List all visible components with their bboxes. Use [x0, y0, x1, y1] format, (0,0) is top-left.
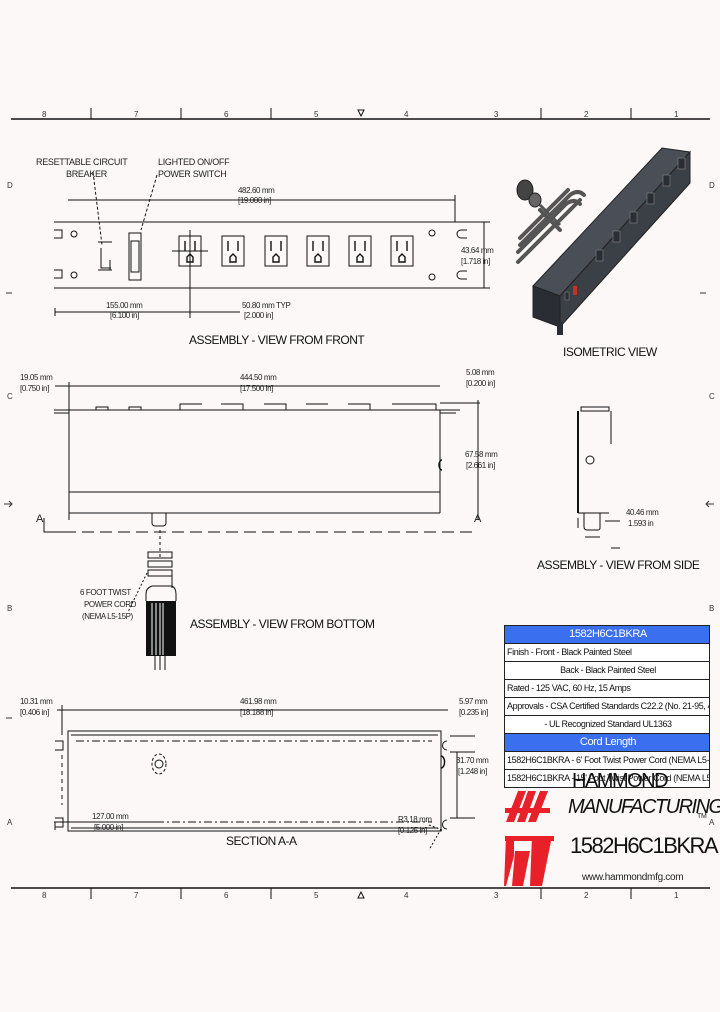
zone-column: 2 — [584, 891, 589, 900]
spec-table-header: 1582H6C1BKRA — [505, 626, 709, 644]
zone-column: 3 — [494, 110, 499, 119]
zone-column: 4 — [404, 891, 409, 900]
overall-length-dim: 482.60 mm — [238, 186, 275, 195]
switch-callout: LIGHTED ON/OFF — [158, 157, 230, 167]
zone-column: 7 — [134, 110, 139, 119]
zone-row: D — [709, 181, 715, 190]
slot-dim: [1.248 in] — [458, 767, 487, 776]
zone-column: 8 — [42, 110, 47, 119]
breaker-callout: BREAKER — [66, 169, 107, 179]
side-width-dim: 40.46 mm — [626, 508, 659, 517]
hammond-logo — [504, 791, 554, 886]
section-offset-dim: 127.00 mm — [92, 812, 129, 821]
left-offset-dim: [0.750 in] — [20, 384, 49, 393]
zone-column: 5 — [314, 110, 319, 119]
zone-column: 2 — [584, 110, 589, 119]
zone-column: 6 — [224, 891, 229, 900]
zone-column: 1 — [674, 891, 679, 900]
spec-row: Finish - Front - Black Painted Steel — [505, 644, 709, 662]
cord-callout: (NEMA L5-15P) — [82, 612, 133, 621]
zone-row: A — [709, 818, 715, 827]
body-length-dim: 444.50 mm — [240, 373, 277, 382]
section-offset-dim: [5.000 in] — [94, 823, 123, 832]
zone-row: D — [7, 181, 13, 190]
cord-callout: 6 FOOT TWIST — [80, 588, 131, 597]
offset-dim: 155.00 mm — [106, 301, 143, 310]
height-dim: 43.64 mm — [461, 246, 494, 255]
zone-row: B — [709, 604, 715, 613]
cord-row: 1582H6C1BKRA - 15' Foot Twist Power Cord… — [507, 773, 709, 783]
side-width-dim: 1.593 in — [628, 519, 654, 528]
part-number: 1582H6C1BKRA — [570, 833, 719, 858]
body-length-dim: [17.500 in] — [240, 384, 273, 393]
front-view-title: ASSEMBLY - VIEW FROM FRONT — [189, 333, 365, 347]
radius-dim: [0.125 in] — [398, 826, 427, 835]
spec-row: Approvals - CSA Certified Standards C22.… — [505, 698, 709, 716]
website-link[interactable]: www.hammondmfg.com — [582, 872, 684, 883]
company-name: MANUFACTURING — [568, 796, 720, 818]
spec-table: 1582H6C1BKRA Finish - Front - Black Pain… — [504, 625, 710, 788]
switch-callout: POWER SWITCH — [158, 169, 227, 179]
company-name: HAMMOND — [572, 770, 669, 792]
trademark-mark: TM — [697, 813, 707, 820]
zone-row: C — [7, 392, 13, 401]
pitch-dim: 50.80 mm TYP — [242, 301, 291, 310]
zone-column: 3 — [494, 891, 499, 900]
breaker-callout: RESETTABLE CIRCUIT — [36, 157, 128, 167]
section-view-title: SECTION A-A — [226, 834, 297, 848]
slot-dim: 31.70 mm — [456, 756, 489, 765]
cord-callout: POWER CORD — [84, 600, 137, 609]
section-marker-left: A — [36, 513, 44, 525]
section-marker-right: A — [474, 513, 482, 525]
radius-dim: R3.18 mm — [398, 815, 432, 824]
depth-dim: 67.58 mm — [465, 450, 498, 459]
isometric-illustration — [516, 147, 692, 335]
right-offset-dim: [0.200 in] — [466, 379, 495, 388]
zone-row: B — [7, 604, 13, 613]
bottom-view-title: ASSEMBLY - VIEW FROM BOTTOM — [190, 617, 375, 631]
zone-column: 1 — [674, 110, 679, 119]
section-right-dim: [0.235 in] — [459, 708, 488, 717]
zone-row: A — [7, 818, 13, 827]
zone-column: 5 — [314, 891, 319, 900]
cord-row: 1582H6C1BKRA - 6' Foot Twist Power Cord … — [505, 752, 709, 770]
zone-row: C — [709, 392, 715, 401]
offset-dim: [6.100 in] — [110, 311, 139, 320]
section-left-dim: [0.406 in] — [20, 708, 49, 717]
height-dim: [1.718 in] — [461, 257, 490, 266]
section-left-dim: 10.31 mm — [20, 697, 53, 706]
right-offset-dim: 5.08 mm — [466, 368, 495, 377]
spec-row: Back - Black Painted Steel — [505, 662, 709, 680]
section-length-dim: [18.188 in] — [240, 708, 273, 717]
zone-column: 6 — [224, 110, 229, 119]
side-view-title: ASSEMBLY - VIEW FROM SIDE — [537, 558, 700, 572]
spec-row: - UL Recognized Standard UL1363 — [505, 716, 709, 734]
zone-column: 8 — [42, 891, 47, 900]
isometric-view-title: ISOMETRIC VIEW — [563, 345, 657, 359]
section-length-dim: 461.98 mm — [240, 697, 277, 706]
zone-column: 7 — [134, 891, 139, 900]
depth-dim: [2.661 in] — [466, 461, 495, 470]
section-right-dim: 5.97 mm — [459, 697, 488, 706]
zone-column: 4 — [404, 110, 409, 119]
cord-length-header: Cord Length — [505, 734, 709, 752]
overall-length-dim: [19.000 in] — [238, 196, 271, 205]
pitch-dim: [2.000 in] — [244, 311, 273, 320]
spec-row: Rated - 125 VAC, 60 Hz, 15 Amps — [505, 680, 709, 698]
left-offset-dim: 19.05 mm — [20, 373, 53, 382]
